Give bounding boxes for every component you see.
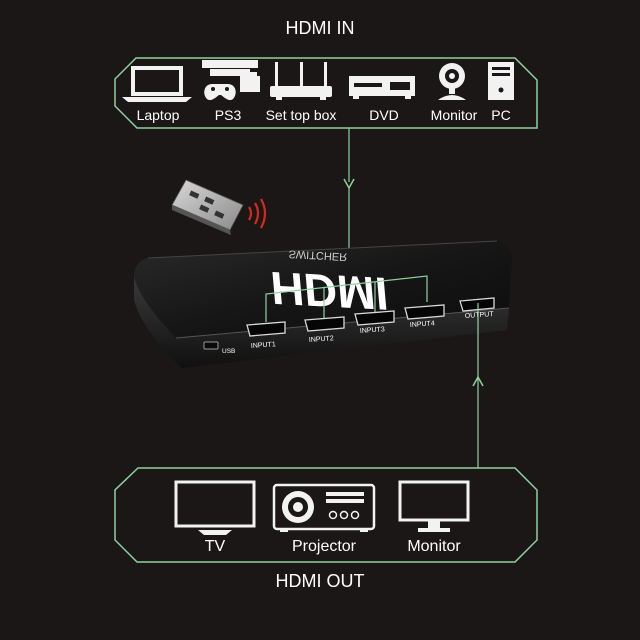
source-label-monitor: Monitor (431, 107, 478, 123)
port-input1 (246, 321, 286, 337)
source-label-ps3: PS3 (215, 107, 242, 123)
hdmi-out-title: HDMI OUT (276, 571, 365, 591)
source-label-pc: PC (491, 107, 510, 123)
output-connector (472, 303, 484, 468)
input-bus-line (265, 275, 428, 322)
port-input2 (304, 316, 345, 332)
remote-control (171, 179, 244, 235)
switcher-brand-label: SWITCHER (288, 247, 347, 262)
dvd-player-icon (349, 76, 415, 99)
projector-icon (272, 483, 376, 532)
game-console-icon (202, 60, 260, 101)
port-input3 (354, 310, 395, 326)
hdmi-logo: HDMI (268, 262, 390, 320)
pc-tower-icon (488, 62, 514, 100)
output-label-projector: Projector (292, 538, 357, 555)
usb-port (203, 341, 219, 350)
source-label-dvd: DVD (369, 107, 399, 123)
port-input4 (404, 304, 445, 320)
tv-icon (174, 480, 256, 535)
port-label-usb: USB (222, 348, 235, 355)
port-label-input2: INPUT2 (309, 335, 334, 344)
hdmi-in-title: HDMI IN (286, 18, 355, 38)
outputs-box (114, 467, 538, 563)
set-top-box-icon (270, 62, 332, 100)
port-label-input3: INPUT3 (360, 326, 385, 335)
port-output (459, 297, 495, 312)
output-label-monitor: Monitor (407, 538, 461, 555)
port-label-output: OUTPUT (465, 311, 495, 320)
port-label-input1: INPUT1 (251, 341, 276, 350)
laptop-icon (122, 66, 192, 102)
signal-waves (248, 198, 267, 229)
sources-box (114, 57, 538, 129)
output-label-tv: TV (205, 538, 226, 555)
monitor-icon (398, 480, 470, 532)
source-label-set-top-box: Set top box (266, 107, 337, 123)
webcam-icon (438, 63, 466, 100)
source-label-laptop: Laptop (137, 107, 180, 123)
port-label-input4: INPUT4 (410, 320, 435, 329)
